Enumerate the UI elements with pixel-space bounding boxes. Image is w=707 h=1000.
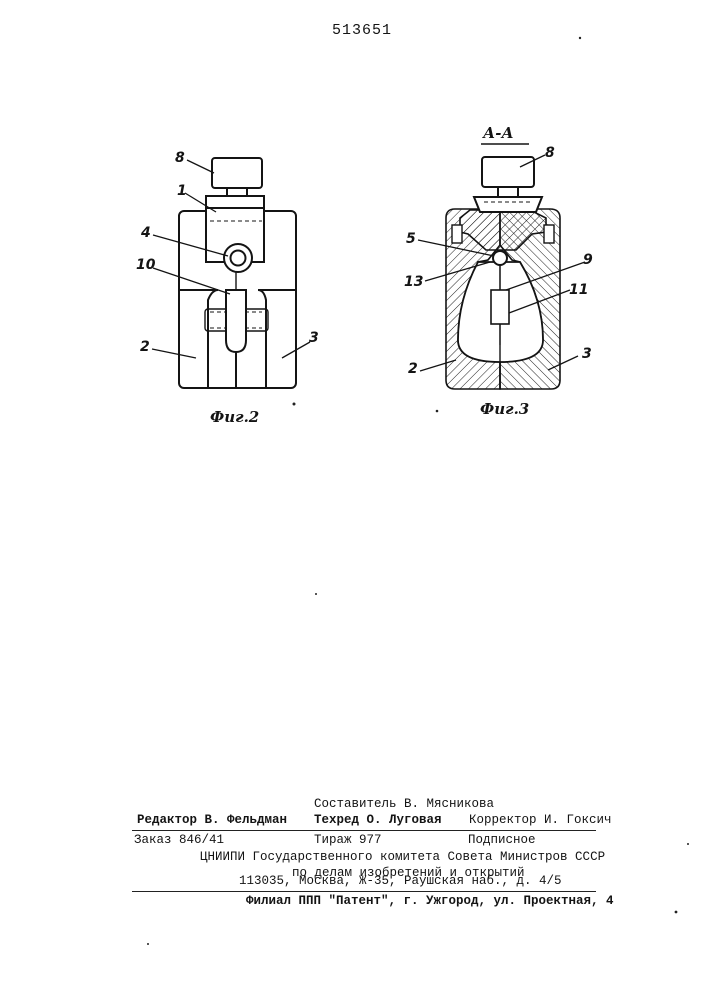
fig3-callout-8: 8 [545,145,555,161]
compiler-line: Составитель В. Мясникова [314,797,494,811]
fig2-callout-1: 1 [177,183,187,199]
fig3-callout-3: 3 [582,346,592,362]
fig2-callout-2: 2 [140,339,150,355]
fig2-callout-3: 3 [309,330,319,346]
subscription-line: Подписное [468,833,536,847]
fig3-callout-11: 11 [569,282,588,298]
fig2-callout-4: 4 [141,225,151,241]
org-line-1: ЦНИИПИ Государственного комитета Совета … [200,850,605,864]
fig3-callout-9: 9 [583,252,593,268]
fig2-caption: Фиг.2 [210,408,259,426]
section-label: А-А [483,124,514,142]
fig3-callout-5: 5 [406,231,416,247]
circulation-line: Тираж 977 [314,833,382,847]
editor-line: Редактор В. Фельдман [137,813,287,827]
footer-rule-2 [132,891,596,892]
techred-line: Техред О. Луговая [314,813,442,827]
footer-rule-1 [132,830,596,831]
figure-3-drawing [446,157,560,389]
fig2-callout-8: 8 [175,150,185,166]
corrector-line: Корректор И. Гоксич [469,813,612,827]
fig3-caption: Фиг.3 [480,400,529,418]
fig3-callout-2: 2 [408,361,418,377]
fig3-callout-13: 13 [404,274,423,290]
figure-2-drawing [179,158,296,388]
order-line: Заказ 846/41 [134,833,224,847]
address-line: 113035, Москва, Ж-35, Раушская наб., д. … [239,874,562,888]
fig2-callout-10: 10 [136,257,155,273]
branch-line: Филиал ППП "Патент", г. Ужгород, ул. Про… [246,894,614,908]
